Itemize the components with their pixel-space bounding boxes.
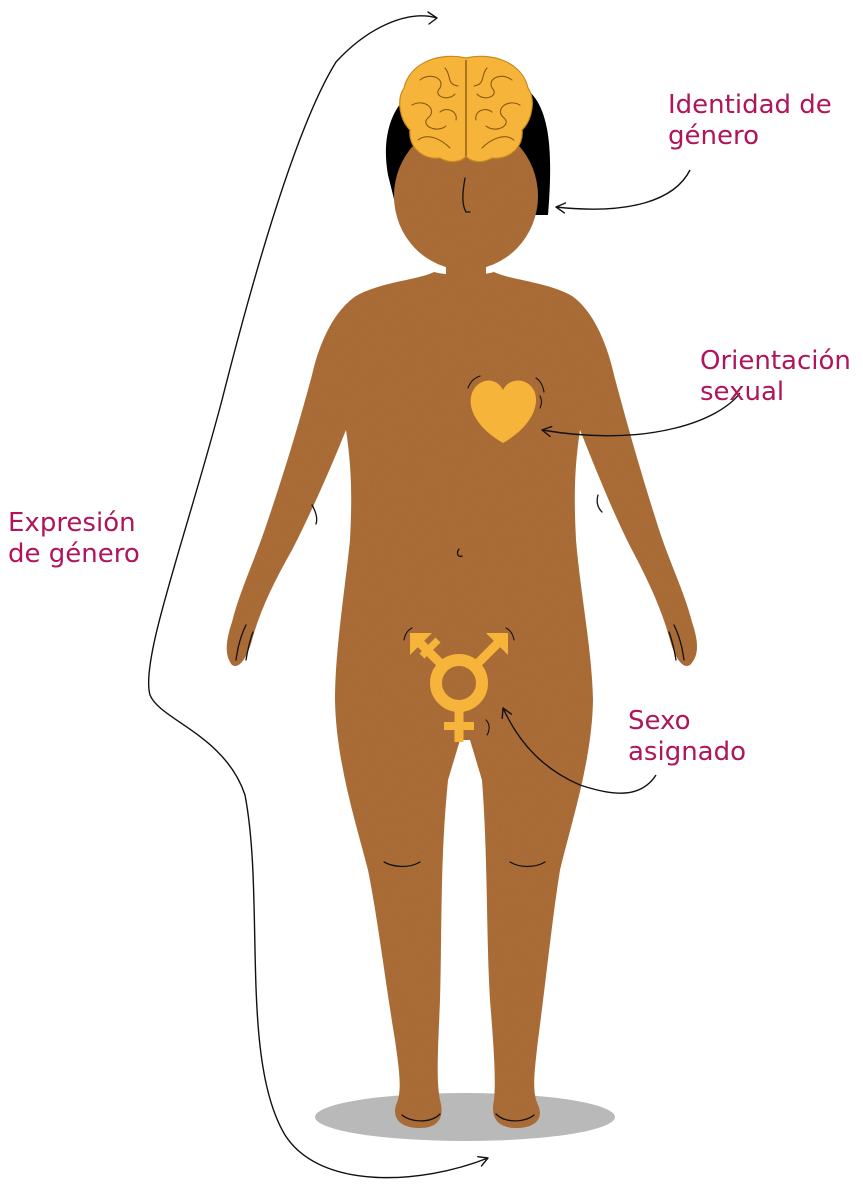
neck — [446, 255, 486, 285]
sexual-orientation-label: Orientación sexual — [700, 346, 851, 408]
assigned-sex-label: Sexo asignado — [628, 706, 746, 768]
floor-shadow — [315, 1093, 615, 1141]
identity-arrow — [556, 170, 690, 209]
gender-identity-line1: Identidad de — [668, 90, 832, 121]
gender-identity-line2: género — [668, 121, 832, 152]
sexual-orientation-line1: Orientación — [700, 346, 851, 377]
assigned-sex-line1: Sexo — [628, 706, 746, 737]
brain-icon — [400, 56, 533, 161]
human-figure — [227, 82, 697, 1128]
gender-expression-label: Expresión de género — [8, 508, 140, 570]
assigned-sex-line2: asignado — [628, 737, 746, 768]
gender-expression-line2: de género — [8, 539, 140, 570]
sexual-orientation-line2: sexual — [700, 377, 851, 408]
gender-identity-label: Identidad de género — [668, 90, 832, 152]
gender-expression-line1: Expresión — [8, 508, 140, 539]
